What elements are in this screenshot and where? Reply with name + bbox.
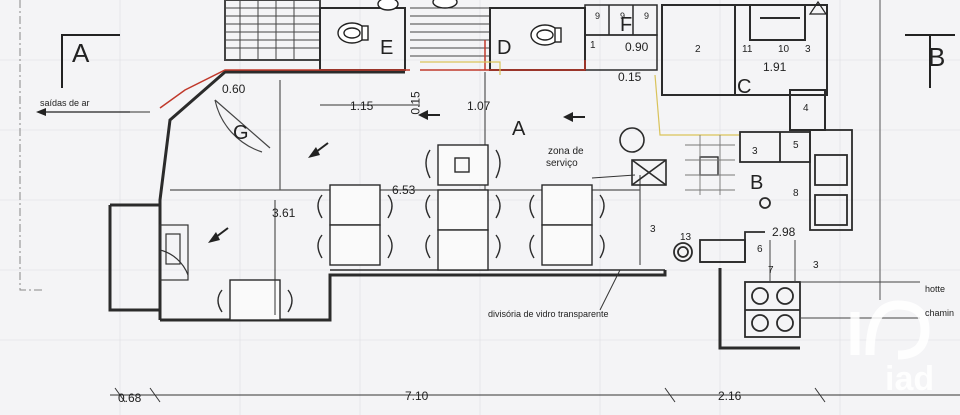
item-number: 9 — [595, 11, 601, 21]
kitchen-grid — [685, 135, 735, 195]
dimension-label: 1.15 — [350, 99, 374, 113]
sink-icon — [377, 0, 458, 11]
chairs — [217, 149, 605, 313]
item-number: 4 — [803, 103, 809, 114]
item-number: 9 — [644, 11, 650, 21]
room-d-label: D — [497, 37, 512, 59]
stove — [744, 281, 801, 338]
dimension-label: 7.10 — [405, 389, 429, 403]
kitchen-upper — [661, 4, 828, 131]
item-number: 3 — [805, 44, 811, 55]
dimension-label: 0.15 — [408, 91, 423, 115]
item-number: 10 — [778, 44, 790, 55]
dimension-label: 1.91 — [763, 60, 787, 74]
item-number: 7 — [768, 265, 774, 276]
dimension-label: 2.16 — [718, 389, 742, 403]
tables-chairs — [229, 144, 719, 321]
item-number: 8 — [793, 188, 799, 199]
dimension-label: 1.07 — [467, 99, 491, 113]
item-number: 2 — [695, 44, 701, 55]
room-f-label: F — [620, 14, 633, 36]
item-number: 6 — [757, 244, 763, 255]
room-b-label: B — [750, 172, 764, 194]
saidas-de-ar-label: saídas de ar — [40, 98, 90, 108]
item-number: 9 — [620, 11, 626, 21]
hotte-lines — [769, 240, 920, 319]
section-marker-right — [905, 34, 955, 88]
zona-servico-label-2: serviço — [546, 158, 578, 169]
dimension-label: 0.68 — [118, 391, 142, 405]
flow-arrows — [208, 110, 585, 243]
section-marker-left — [61, 34, 120, 88]
item-number: 3 — [650, 224, 656, 235]
stairs-top — [224, 0, 321, 61]
dimension-label: 2.98 — [772, 225, 796, 239]
door-swing-g — [214, 99, 271, 153]
left-dashdot-line — [19, 0, 45, 291]
section-left-label: A — [72, 38, 90, 68]
item-number: 1 — [590, 40, 596, 51]
iad-logo-icon — [850, 300, 930, 360]
dimension-label: 0.15 — [618, 70, 642, 84]
section-right-label: B — [928, 42, 946, 72]
hotte-label: hotte — [925, 284, 946, 294]
dimension-lines — [40, 104, 960, 403]
room-e-label: E — [380, 37, 394, 59]
divisoria-label: divisória de vidro transparente — [488, 309, 609, 319]
zona-servico-label: zona de — [548, 146, 584, 157]
air-outlet-arrow — [36, 108, 130, 116]
service-station — [619, 127, 667, 186]
kitchen-b — [673, 129, 853, 263]
room-c-label: C — [737, 76, 752, 98]
warning-icon — [808, 0, 828, 15]
room-f-cabinets — [584, 4, 658, 71]
stairs-mid — [410, 7, 490, 57]
item-number: 5 — [793, 140, 799, 151]
dimension-label: 3.61 — [272, 206, 296, 220]
toilet-icon — [530, 24, 562, 46]
item-number: 3 — [752, 146, 758, 157]
item-number: 13 — [680, 232, 692, 243]
dimension-label: 6.53 — [392, 183, 416, 197]
iad-watermark-text: iad — [885, 360, 935, 398]
dimension-label: 0.60 — [222, 82, 246, 96]
red-walls — [159, 40, 586, 109]
item-number: 3 — [813, 260, 819, 271]
item-number: 11 — [742, 44, 753, 55]
room-g-label: G — [233, 122, 249, 144]
toilet-icon — [337, 22, 369, 44]
chamine-label: chamin — [925, 308, 955, 318]
yellow-lines — [420, 61, 740, 136]
dimension-label: 0.90 — [625, 40, 649, 54]
room-a-label: A — [512, 118, 526, 140]
entrance-door — [159, 224, 189, 281]
